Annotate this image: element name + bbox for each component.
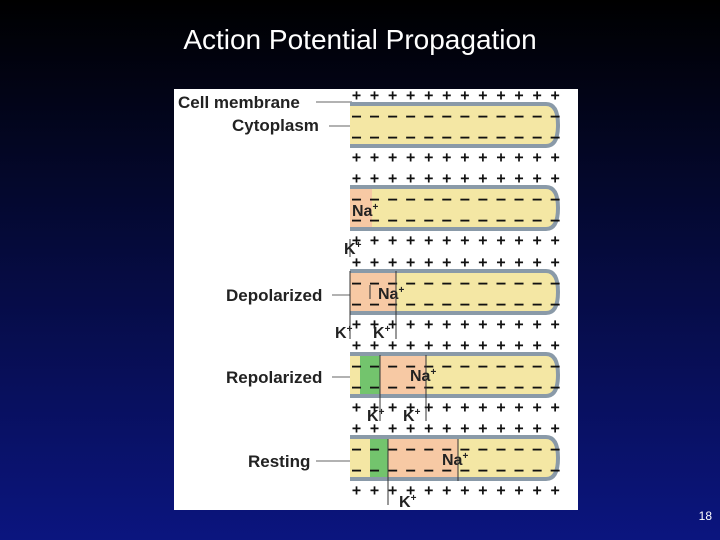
leader-lines [316, 101, 352, 462]
axon-region [380, 354, 426, 396]
k-ion-label-3: K+ [373, 324, 391, 342]
charge-row-outer-top: + + + + + + + + + + + + [352, 169, 560, 187]
charge-row-outer-top: + + + + + + + + + + + + [352, 336, 560, 354]
charge-row-inner-bottom: – – – – – – – – – – – – [352, 295, 561, 313]
na-ion-label-1: Na+ [352, 202, 378, 220]
charge-row-outer-top: + + + + + + + + + + + + [352, 89, 560, 104]
axon-region [388, 437, 458, 479]
axon-panel-4: + + + + + + + + + + + + – – – – – – – – –… [350, 336, 561, 416]
k-ion-label-5: K+ [403, 407, 421, 425]
axon-panel-1: + + + + + + + + + + + + – – – – – – – – –… [350, 89, 561, 166]
charge-row-inner-bottom: – – – – – – – – – – – – [352, 128, 561, 146]
label-cytoplasm: Cytoplasm [232, 116, 319, 135]
action-potential-figure: Cell membrane Cytoplasm Depolarized Repo… [174, 89, 578, 510]
axon-end-cap [545, 102, 561, 148]
axon-region [370, 437, 388, 479]
axon-panel-5: + + + + + + + + + + + + – – – – – – – – –… [350, 419, 561, 499]
label-repolarized: Repolarized [226, 368, 322, 387]
figure-canvas: Cell membrane Cytoplasm Depolarized Repo… [178, 89, 561, 510]
label-depolarized: Depolarized [226, 286, 322, 305]
na-ion-label-4: Na+ [442, 451, 468, 469]
axon-end-cap [545, 435, 561, 481]
na-ion-label-2: Na+ [378, 285, 404, 303]
axon-end-cap [545, 269, 561, 315]
charge-row-inner-top: – – – – – – – – – – – – [352, 107, 561, 125]
charge-row-inner-bottom: – – – – – – – – – – – – [352, 378, 561, 396]
page-number: 18 [698, 509, 712, 523]
charge-row-inner-bottom: – – – – – – – – – – – – [352, 211, 561, 229]
na-ion-label-3: Na+ [410, 367, 436, 385]
axon-body [350, 104, 546, 146]
charge-row-inner-top: – – – – – – – – – – – – [352, 440, 561, 458]
axon-region [350, 271, 396, 313]
charge-row-inner-bottom: – – – – – – – – – – – – [352, 461, 561, 479]
charge-row-outer-top: + + + + + + + + + + + + [352, 253, 560, 271]
charge-row-outer-bottom: + + + + + + + + + + + + [352, 148, 560, 166]
k-ion-label-4: K+ [367, 407, 385, 425]
charge-row-inner-top: – – – – – – – – – – – – [352, 190, 561, 208]
label-resting: Resting [248, 452, 310, 471]
slide-title: Action Potential Propagation [183, 24, 537, 55]
charge-row-outer-bottom: + + + + + + + + + + + + [352, 315, 560, 333]
k-ion-label-6: K+ [399, 493, 417, 510]
axon-end-cap [545, 185, 561, 231]
charge-row-inner-top: – – – – – – – – – – – – [352, 357, 561, 375]
axon-panel-3: + + + + + + + + + + + + – – – – – – – – –… [350, 253, 561, 333]
axon-end-cap [545, 352, 561, 398]
axon-panel-2: + + + + + + + + + + + + – – – – – – – – –… [350, 169, 561, 249]
charge-row-outer-top: + + + + + + + + + + + + [352, 419, 560, 437]
axon-region [360, 354, 380, 396]
charge-row-outer-bottom: + + + + + + + + + + + + [352, 481, 560, 499]
charge-row-outer-bottom: + + + + + + + + + + + + [352, 398, 560, 416]
axon-body [350, 187, 546, 229]
label-cell-membrane: Cell membrane [178, 93, 300, 112]
axon-region [350, 187, 372, 229]
charge-row-outer-bottom: + + + + + + + + + + + + [352, 231, 560, 249]
charge-row-inner-top: – – – – – – – – – – – – [352, 274, 561, 292]
